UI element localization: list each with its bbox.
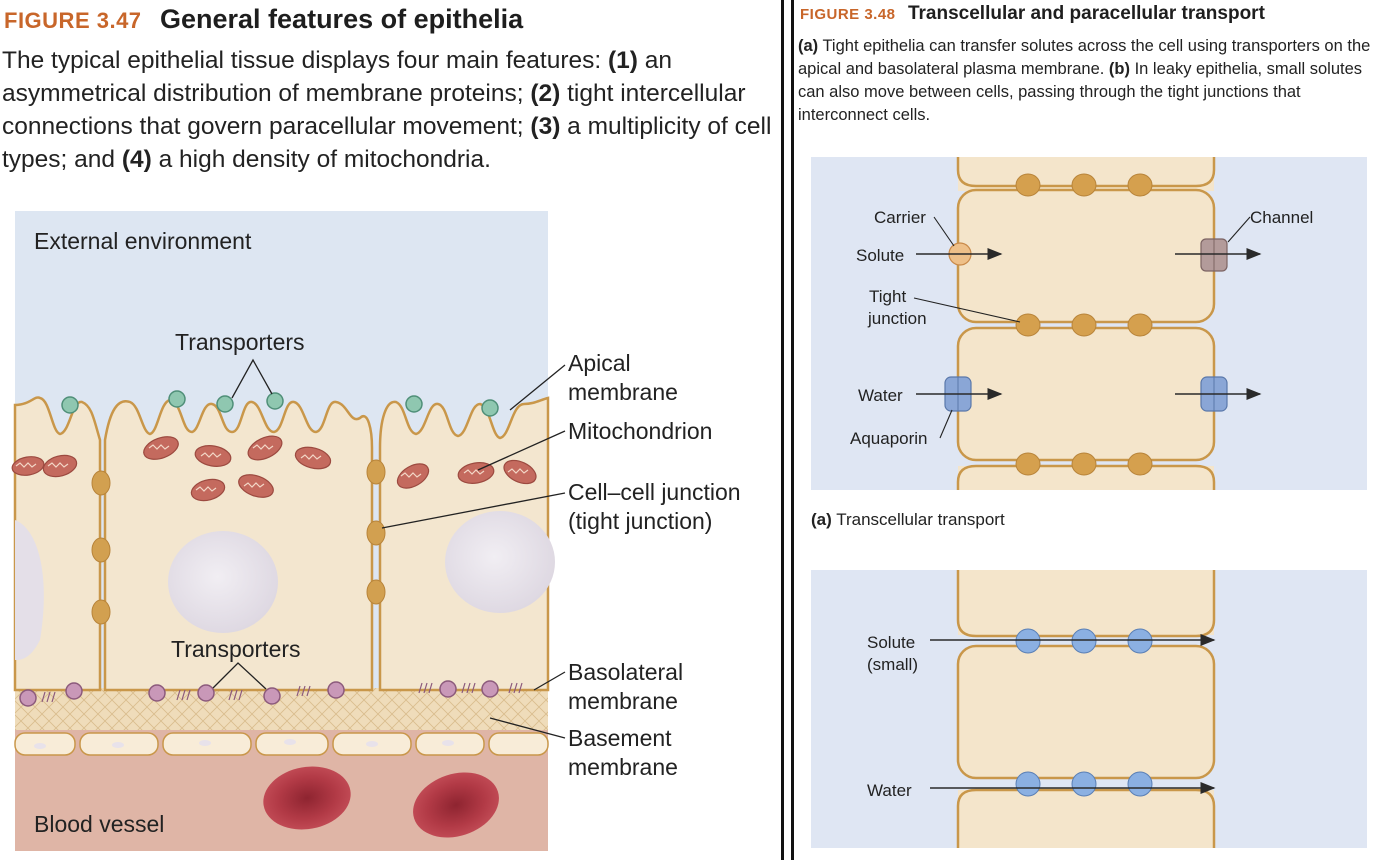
label-aquaporin: Aquaporin [850,429,928,448]
fig48-caption-segment: Tight epithelia can transfer solutes acr… [798,37,1371,78]
label-apical-2: membrane [568,379,678,405]
fig47-caption-segment: The typical epithelial tissue displays f… [2,47,608,74]
label-basolateral-2: membrane [568,688,678,714]
label-transporters-top: Transporters [175,329,305,355]
fig48-caption: (a) Tight epithelia can transfer solutes… [798,35,1384,127]
fig47-caption-segment: (3) [530,113,561,140]
fig47-caption-segment: a multiplicity of cell types; and [2,113,772,173]
fig47-caption-segment: tight intercellular connections that gov… [2,80,746,140]
label-tight-1: Tight [869,287,906,306]
fig47-caption-segment: (2) [530,80,561,107]
label-solute-b-1: Solute [867,633,915,652]
fig47-diagram: External environment Transporters Transp… [11,211,741,851]
panel-a-tight-junctions [1015,173,1153,476]
label-solute: Solute [856,246,904,265]
column-divider-right [791,0,794,860]
fig48-number: FIGURE 3.48 [800,6,896,23]
fig47-caption-segment: (4) [121,146,152,173]
fig47-caption-segment: (1) [608,47,638,74]
fig48-header: FIGURE 3.48 Transcellular and paracellul… [800,3,1265,25]
nucleus-right [445,511,555,613]
label-basement-1: Basement [568,725,672,751]
red-blood-cells [263,766,499,838]
fig47-caption: The typical epithelial tissue displays f… [2,44,777,176]
panel-a-caption-letter: (a) [811,510,832,529]
fig48-caption-segment: In leaky epithelia, small solutes can al… [798,60,1363,124]
label-transporters-bottom: Transporters [171,636,301,662]
panel-a-caption-text: Transcellular transport [831,510,1005,529]
fig48-panel-a: Carrier Solute Tight junction Water Aqua… [811,157,1367,490]
fig47-number: FIGURE 3.47 [4,8,142,33]
label-carrier: Carrier [874,208,926,227]
panel-a-cell-1 [956,188,1216,324]
label-solute-b-2: (small) [867,655,918,674]
apical-transporters [61,390,499,417]
mitochondria [11,435,537,502]
label-junction-1: Cell–cell junction [568,479,741,505]
nucleus-center [168,531,278,633]
panel-a-caption: (a) Transcellular transport [811,510,1005,530]
label-external-environment: External environment [34,228,252,254]
channel-protein [1200,238,1228,272]
label-water-a: Water [858,386,903,405]
endothelial-cells [14,732,549,756]
nucleus-left [15,520,44,660]
label-mitochondrion: Mitochondrion [568,418,712,444]
label-apical-1: Apical [568,350,631,376]
panel-b-cell [956,644,1216,780]
fig47-title: General features of epithelia [160,4,524,34]
fig47-header: FIGURE 3.47 General features of epitheli… [4,4,523,35]
fig48-caption-segment: (a) [798,37,819,55]
panel-b-leaky-junctions [1015,628,1153,797]
label-basement-2: membrane [568,754,678,780]
column-divider-left [781,0,784,860]
fig47-caption-segment: an asymmetrical distribution of membrane… [2,47,673,107]
label-junction-2: (tight junction) [568,508,712,534]
label-basolateral-1: Basolateral [568,659,683,685]
cell-cell-junctions [91,459,386,625]
label-tight-2: junction [867,309,927,328]
label-water-b: Water [867,781,912,800]
label-blood-vessel: Blood vessel [34,811,164,837]
fig47-caption-segment: a high density of mitochondria. [151,146,491,173]
fig48-panel-b: Solute (small) Water [811,570,1367,848]
fig48-title: Transcellular and paracellular transport [907,3,1265,24]
basolateral-transporters [19,680,499,707]
label-channel: Channel [1250,208,1313,227]
fig48-caption-segment: (b) [1108,60,1130,78]
